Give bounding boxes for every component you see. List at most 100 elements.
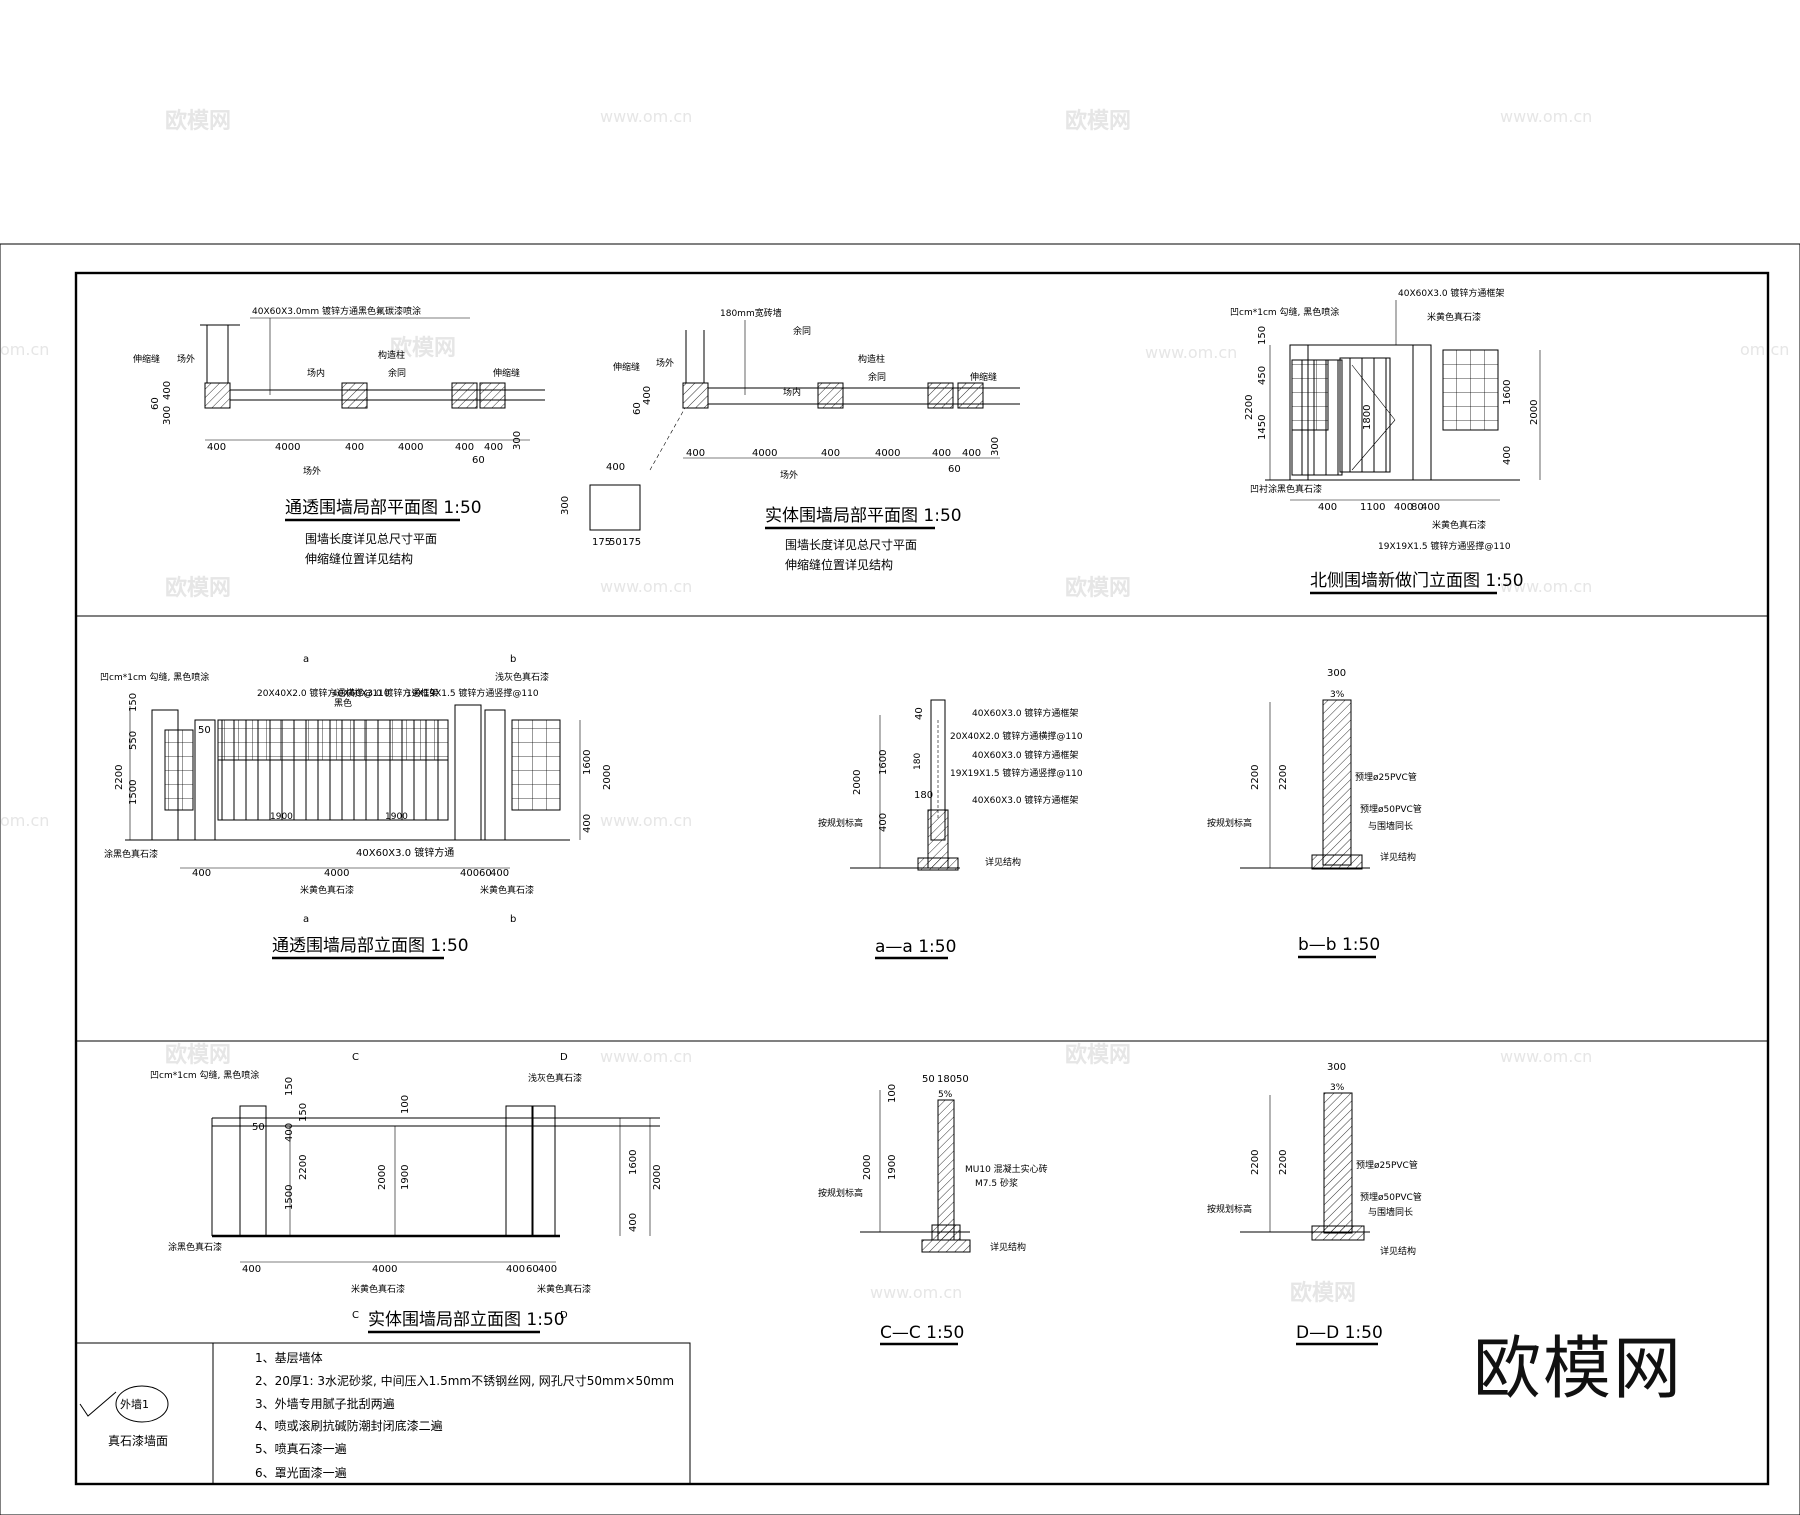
callout: 米黄色真石漆 [480,884,534,896]
callout: 场外 [780,469,798,481]
section-mark: a [303,654,309,665]
dim-label: 400 [192,868,211,879]
callout: 按规划标高 [1207,817,1252,829]
callout: 米黄色真石漆 [300,884,354,896]
dim-label: 4000 [372,1264,397,1275]
watermark-site: www.om.cn [600,107,692,126]
drawing-title: a—a 1:50 [875,937,956,957]
section-mark: C [352,1310,359,1321]
dim-label: 400 [490,868,509,879]
callout: 米黄色真石漆 [1432,519,1486,531]
watermark-site: www.om.cn [600,811,692,830]
dim-label: 2200 [1278,765,1289,790]
dim-label: 300 [1327,668,1346,679]
dim-label: 2000 [377,1165,388,1190]
drawing-note: 伸缩缝位置详见结构 [305,551,413,566]
callout: 凹cm*1cm 勾缝, 黑色喷涂 [150,1069,259,1081]
watermark-site: www.om.cn [1500,577,1592,596]
callout: 米黄色真石漆 [537,1283,591,1295]
dim-label: 1100 [1360,502,1385,513]
callout: 凹cm*1cm 勾缝, 黑色喷涂 [100,671,209,683]
wall-tag [115,1385,169,1423]
watermark-brand: 欧模网 [165,575,231,601]
dim-label: 150 [1257,326,1268,345]
callout: 余同 [793,325,811,337]
callout: 伸缩缝 [133,353,160,365]
watermark-brand: 欧模网 [1065,1042,1131,1068]
callout: 米黄色真石漆 [1427,311,1481,323]
dim-label: 400 [242,1264,261,1275]
dim-label: 4000 [398,442,423,453]
legend-name: 真石漆墙面 [108,1434,168,1448]
dim-label: 1450 [1257,415,1268,440]
legend-step: 3、外墙专用腻子批刮两遍 [255,1396,395,1411]
callout: 40X60X3.0 镀锌方通框架 [972,794,1078,806]
callout: 与围墙同长 [1368,820,1413,832]
callout: 20X40X2.0 镀锌方通横撑@110 [950,730,1083,742]
callout: 浅灰色真石漆 [528,1072,582,1084]
callout: 20X40X2.0 镀锌方通横撑@110 [257,687,390,699]
callout: 涂黑色真石漆 [168,1241,222,1253]
callout: 预埋ø50PVC管 [1360,1191,1422,1203]
dim-label: 300 [512,431,523,450]
dim-label: 1900 [887,1155,898,1180]
drawing-title: 通透围墙局部平面图 1:50 [285,498,482,518]
section-cc-drawing: 50 180 50 5% 100 2000 1900 MU10 混凝土实心砖 M… [818,1074,1048,1346]
dim-label: 60 [472,455,485,466]
dim-label: 1600 [628,1150,639,1175]
dim-label: 2000 [852,770,863,795]
callout: 凹衬涂黑色真石漆 [1250,483,1322,495]
dim-label: 175 [592,537,611,548]
dim-label: 400 [1502,446,1513,465]
callout: 黑色 [334,697,352,709]
callout: 预埋ø25PVC管 [1355,771,1417,783]
drawing-title: 通透围墙局部立面图 1:50 [272,936,469,956]
dim-label: 400 [162,381,173,400]
dim-label: 1500 [284,1185,295,1210]
dim-label: 400 [284,1123,295,1142]
callout: 伸缩缝 [970,371,997,383]
dim-label: 400 [506,1264,525,1275]
callout: 详见结构 [1380,851,1416,863]
dim-label: 400 [484,442,503,453]
dim-label: 100 [887,1084,898,1103]
legend-tag: 外墙1 [120,1397,149,1411]
dim-label: 2200 [114,765,125,790]
section-mark: b [510,914,516,925]
callout: 按规划标高 [818,1187,863,1199]
callout: 场内 [307,367,325,379]
legend-step: 4、喷或滚刷抗碱防潮封闭底漆二遍 [255,1418,443,1433]
dim-label: 400 [932,448,951,459]
dim-label: 60 [479,868,492,879]
dim-label: 50 [956,1074,969,1085]
drawing-title: D—D 1:50 [1296,1323,1383,1343]
dim-label: 60 [948,464,961,475]
callout: 余同 [868,371,886,383]
dim-label: 180 [914,790,933,801]
drawing-note: 围墙长度详见总尺寸平面 [305,531,437,546]
dim-label: 400 [1318,502,1337,513]
callout: 40X60X3.0mm 镀锌方通黑色氟碳漆喷涂 [252,305,421,317]
callout: 余同 [388,367,406,379]
dim-label: 4000 [275,442,300,453]
dim-label: 60 [632,402,643,415]
dim-label: 1600 [878,750,889,775]
dim-label: 2200 [298,1155,309,1180]
dim-label: 400 [606,462,625,473]
section-mark: a [303,914,309,925]
dim-label: 50 [609,537,622,548]
drawing-note: 伸缩缝位置详见结构 [785,557,893,572]
watermark-site: www.om.cn [600,577,692,596]
section-mark: D [560,1310,568,1321]
dim-label: 2000 [602,765,613,790]
dim-label: 400 [538,1264,557,1275]
callout: M7.5 砂浆 [975,1177,1018,1189]
plan-solid-drawing: 400 4000 400 4000 400 400 60 300 400 300… [560,307,1020,572]
dim-label: 400 [345,442,364,453]
dim-label: 1900 [400,1165,411,1190]
dim-label: 1600 [1502,380,1513,405]
dim-label: 400 [1394,502,1413,513]
watermark-brand: 欧模网 [1065,575,1131,601]
watermark-site: om.cn [1740,340,1789,359]
dim-label: 400 [642,386,653,405]
